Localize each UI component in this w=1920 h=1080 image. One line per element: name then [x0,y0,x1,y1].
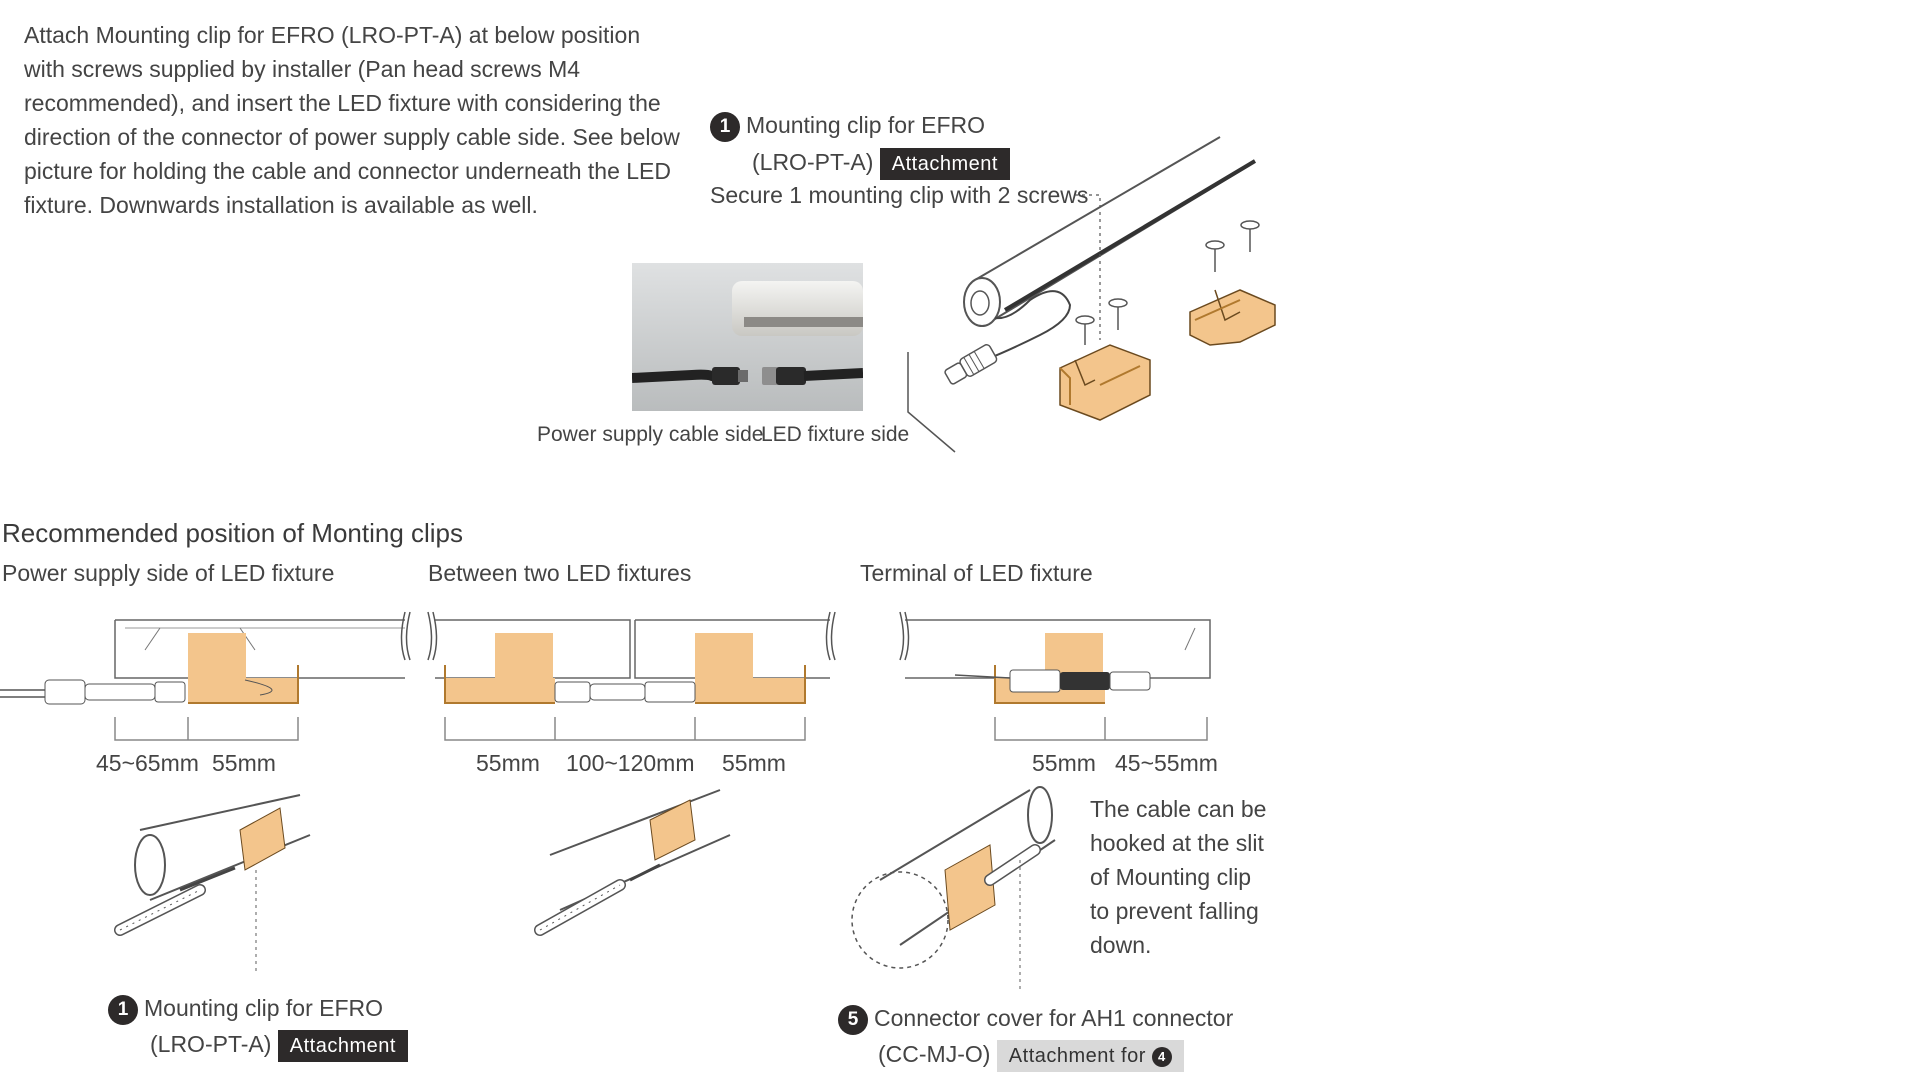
dim-power-clip: 55mm [212,750,276,776]
attachment-for-badge: Attachment for 4 [996,1040,1184,1072]
mounting-clip-1 [1059,344,1151,421]
reference-number-badge: 4 [1151,1046,1172,1067]
diagram-between [427,611,836,741]
dim-between-gap: 100~120mm [566,750,695,776]
dim-terminal-offset: 45~55mm [1115,750,1218,776]
diagram-power-side [0,611,411,741]
diagram-terminal [899,611,1211,741]
attachment-badge: Attachment [277,1030,408,1062]
callout-bottom-left-line1: Mounting clip for EFRO [144,995,384,1022]
perspective-power-side [114,794,311,975]
photo-caption-left: Power supply cable side [537,423,764,446]
dim-between-clip-right: 55mm [722,750,786,776]
connector-photo [632,263,863,411]
dim-power-offset: 45~65mm [96,750,199,776]
column-title-power-side: Power supply side of LED fixture [2,560,335,586]
callout-bottom-right-line2-row: (CC-MJ-O) Attachment for 4 [878,1040,1184,1072]
cable-note-line: down. [1090,932,1152,958]
mounting-clip-2 [1189,289,1276,346]
column-title-between: Between two LED fixtures [428,560,692,586]
cable-note-line: hooked at the slit [1090,830,1264,856]
perspective-between [534,789,731,936]
callout-top-note: Secure 1 mounting clip with 2 screws [710,182,1089,208]
photo-caption-right: LED fixture side [761,423,910,446]
cable-note: The cable can be hooked at the slit of M… [1090,792,1266,962]
callout-number-badge: 1 [710,112,740,142]
section-title: Recommended position of Monting clips [2,518,464,548]
callout-bottom-right-line2: (CC-MJ-O) [878,1041,991,1068]
callout-number-badge: 5 [838,1005,868,1035]
dim-terminal-clip: 55mm [1032,750,1096,776]
callout-top-line2-row: (LRO-PT-A) Attachment [752,148,1010,180]
callout-bottom-left-line2: (LRO-PT-A) [150,1031,272,1058]
callout-bottom-right-line1: Connector cover for AH1 connector [874,1005,1234,1032]
cable-note-line: The cable can be [1090,796,1267,822]
attachment-badge: Attachment [879,148,1010,180]
attachment-for-label: Attachment for [1008,1045,1146,1067]
dim-between-clip-left: 55mm [476,750,540,776]
callout-top-line1: Mounting clip for EFRO [746,112,986,139]
callout-number-badge: 1 [108,995,138,1025]
callout-bottom-left-line2-row: (LRO-PT-A) Attachment [150,1030,408,1062]
callout-top-line2: (LRO-PT-A) [752,149,874,176]
connector-photo-drawing [632,263,863,411]
column-title-terminal: Terminal of LED fixture [860,560,1093,586]
intro-paragraph: Attach Mounting clip for EFRO (LRO-PT-A)… [24,22,680,218]
perspective-terminal [851,786,1056,990]
cable-note-line: to prevent falling [1090,898,1259,924]
cable-note-line: of Mounting clip [1090,864,1252,890]
